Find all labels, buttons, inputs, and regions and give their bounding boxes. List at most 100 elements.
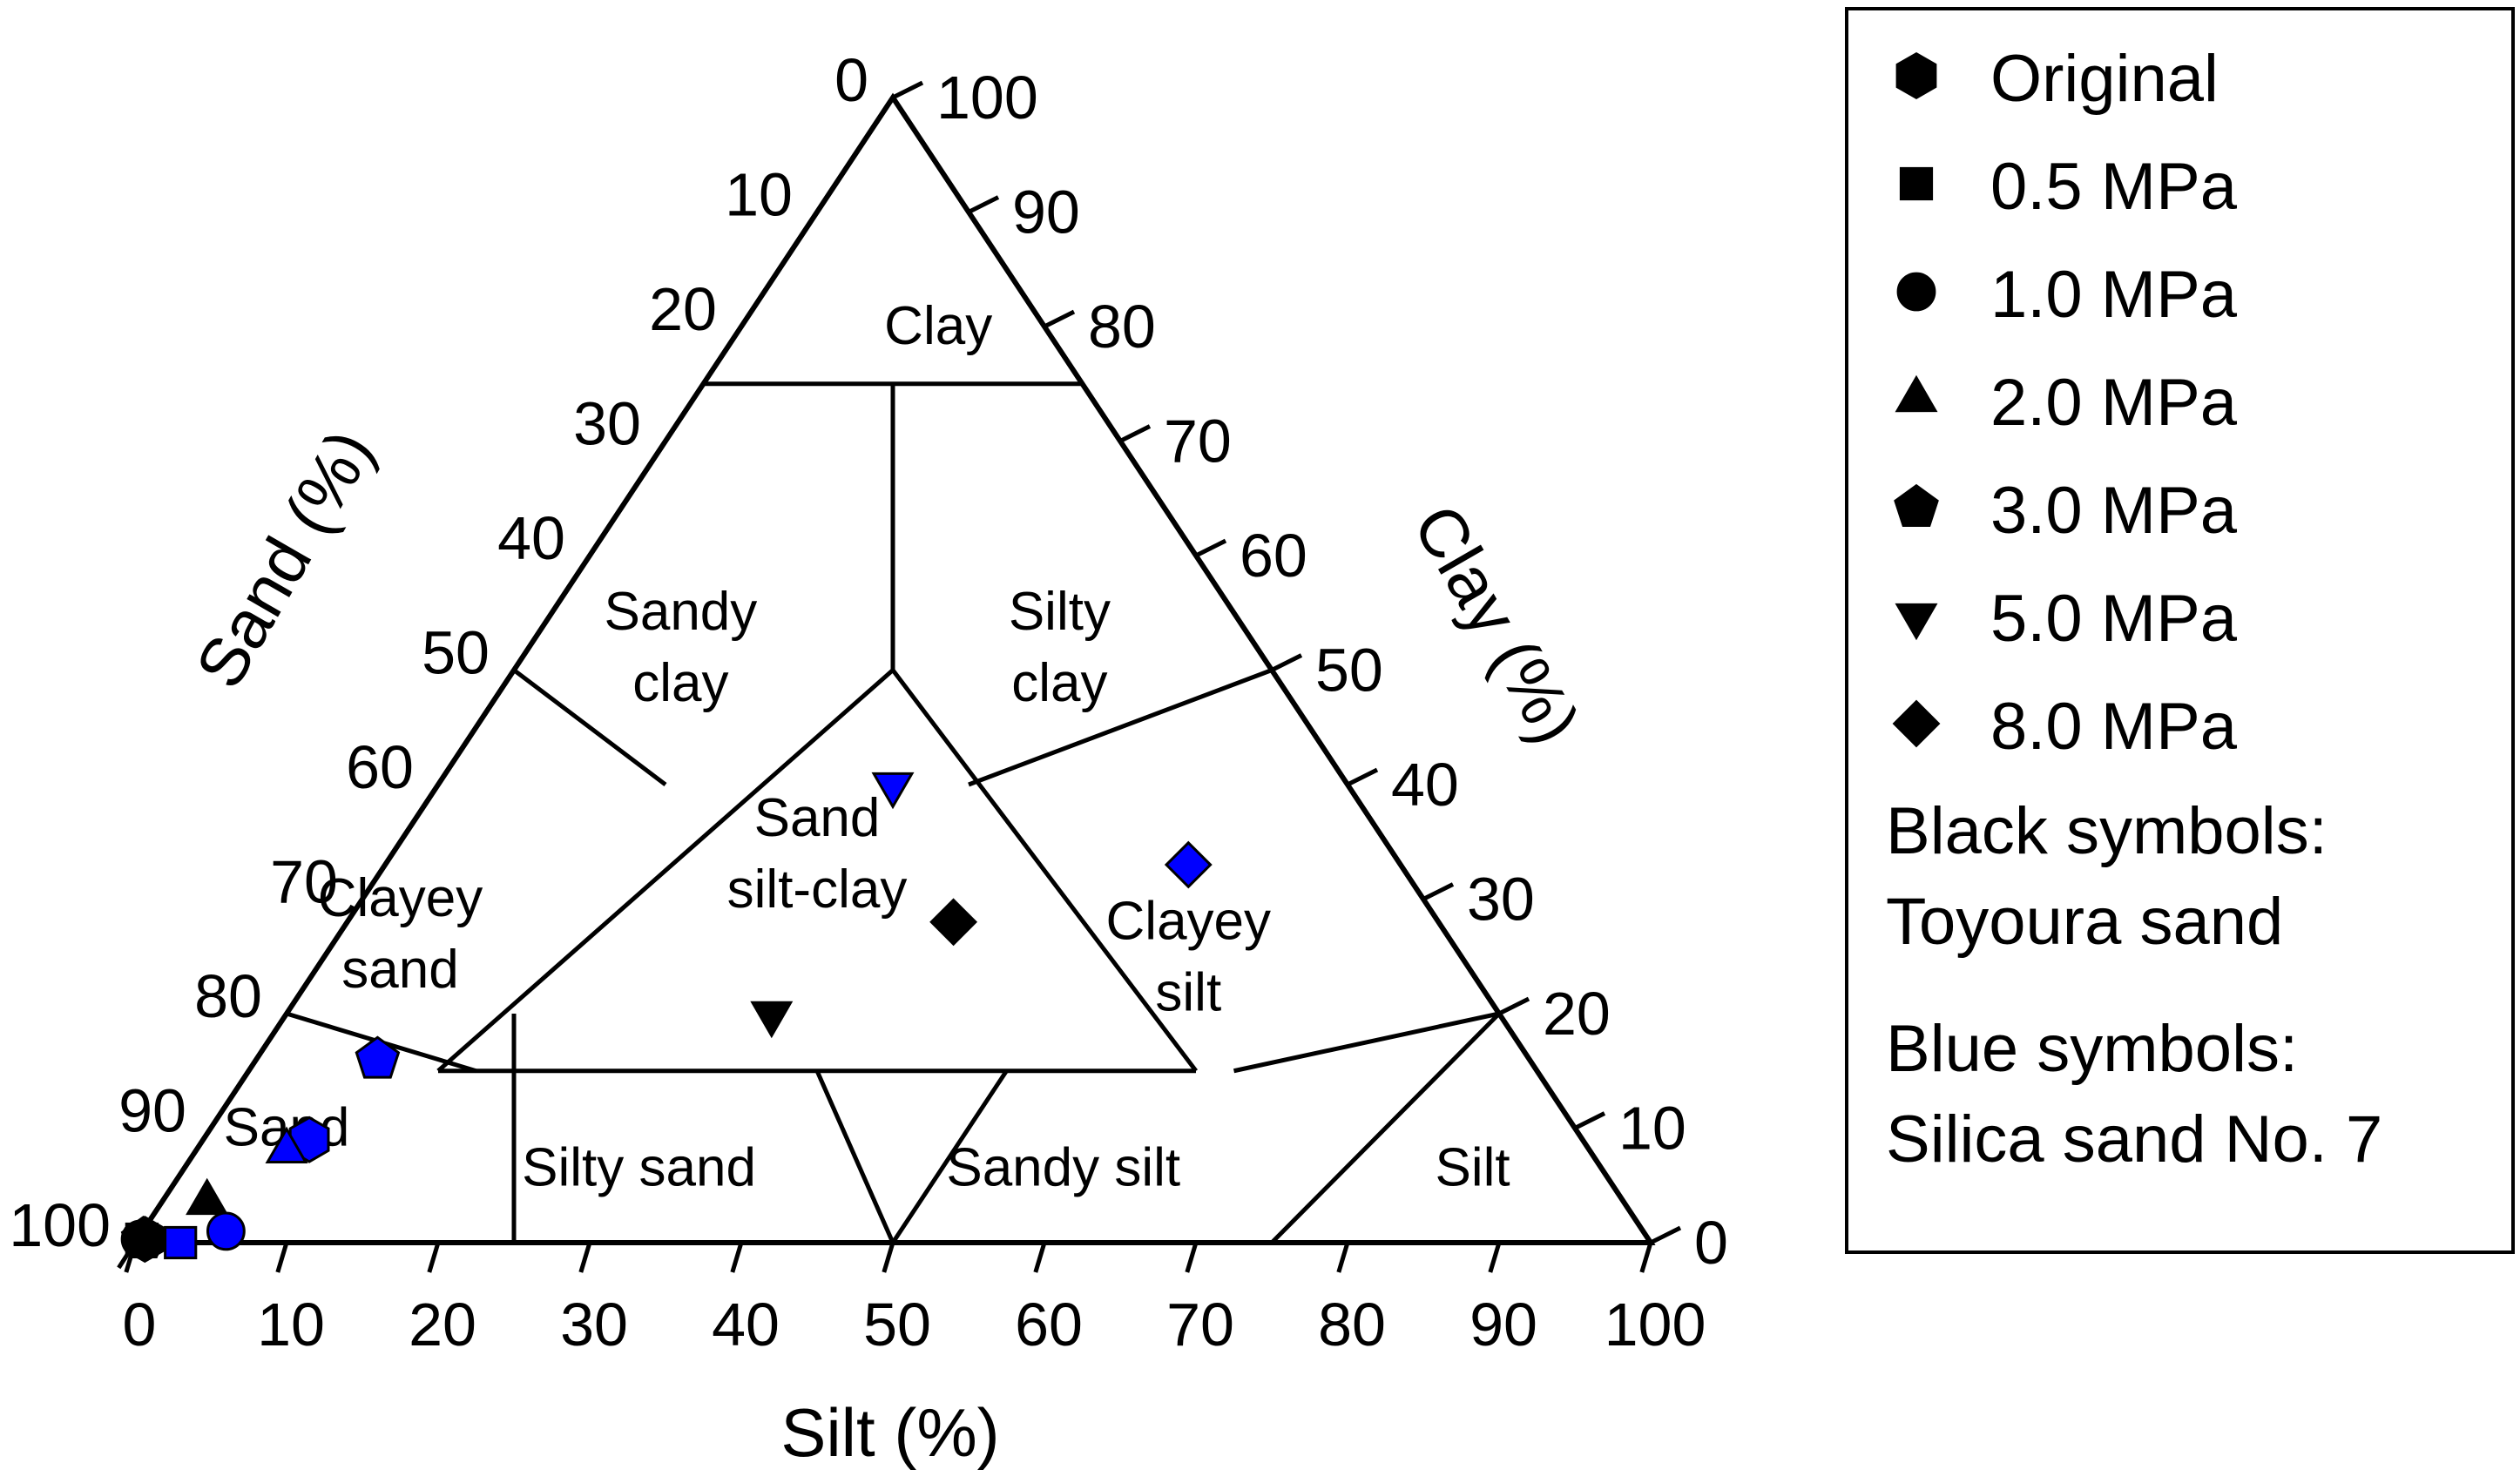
clay-tick-label: 60 [1240,522,1307,590]
sand-tick [799,211,820,239]
boundary-line [968,668,1273,787]
silt-tick [730,1242,744,1273]
silt-tick [1185,1242,1199,1273]
clay-tick-label: 20 [1543,980,1611,1048]
sand-tick-label: 10 [725,161,793,229]
legend-label: 1.0 MPa [1990,258,2238,332]
sand-tick [723,325,744,354]
sand-tick-label: 80 [194,962,262,1030]
region-label-line: silt [1155,962,1221,1022]
region-label-line: Silt [1435,1138,1510,1198]
region-label-line: Sandy silt [946,1138,1180,1198]
region-label-clayey-silt: Clayey silt [1106,891,1272,1022]
legend-note: Black symbols: [1886,794,2327,868]
boundary-line [512,668,667,786]
sand-tick [496,669,517,697]
silt-tick-label: 70 [1166,1291,1234,1358]
silt-tick-label: 0 [123,1291,157,1358]
clay-axis-title: Clay (%) [1399,492,1596,756]
boundary-line [890,1069,1009,1244]
region-label-line: sand [341,940,458,1000]
silt-tick-label: 40 [712,1291,780,1358]
region-label-sandy-clay: Sandy clay [604,582,757,713]
region-label-clay: Clay [884,296,992,356]
sand-tick-label: 70 [270,848,338,916]
sand-tick-label: 50 [422,619,490,687]
legend-marker-diamond [1892,699,1941,748]
silt-tick [1488,1242,1502,1273]
clay-tick-label: 80 [1088,293,1156,361]
legend-label: Original [1990,42,2219,116]
sand-tick [875,96,895,125]
silt-tick [1336,1242,1350,1273]
sand-tick-label: 100 [9,1191,111,1259]
region-label-sandy-silt: Sandy silt [946,1138,1180,1198]
sand-tick-label: 0 [834,46,868,114]
legend-marker-triangle-up [1895,374,1938,413]
silt-tick-label: 50 [863,1291,931,1358]
boundary-line [436,668,895,1073]
clay-tick [1497,996,1530,1016]
silt-tick [1639,1242,1653,1273]
clay-tick [1573,1111,1606,1130]
clay-tick [1194,538,1227,558]
sand-tick [344,898,365,926]
silt-tick [275,1242,289,1273]
clay-tick [967,195,1000,214]
sand-tick-label: 30 [573,390,641,458]
sand-tick-label: 90 [118,1077,186,1145]
clay-tick [1422,882,1455,901]
region-label-line: clay [1011,653,1107,713]
silt-tick-label: 90 [1469,1291,1537,1358]
legend-label: 5.0 MPa [1990,582,2238,656]
data-point-pentagon [120,1215,166,1258]
silt-tick [578,1242,592,1273]
region-boundaries [286,381,1501,1244]
clay-tick-label: 40 [1391,751,1459,819]
data-point-pentagon [355,1035,401,1079]
sand-tick [193,1127,213,1155]
clay-tick-label: 10 [1618,1095,1686,1163]
boundary-line [891,668,1198,1073]
data-point-square [164,1225,198,1260]
region-label-line: clay [632,653,728,713]
clay-tick-label: 100 [936,64,1038,131]
clay-tick [891,80,924,100]
region-label-line: Sandy [604,582,757,642]
silt-tick [1033,1242,1047,1273]
region-label-line: Clay [884,296,992,356]
legend-marker-circle [1896,272,1936,312]
clay-tick-label: 50 [1315,637,1383,704]
legend-label: 8.0 MPa [1990,690,2238,764]
silt-tick-label: 80 [1318,1291,1386,1358]
sand-tick [571,554,592,583]
legend-note: Toyoura sand [1886,885,2283,959]
region-label-silt: Silt [1435,1138,1510,1198]
legend-marker-hexagon [1895,51,1937,100]
clay-tick [1118,424,1152,443]
region-label-line: Clayey [1106,891,1272,951]
clay-tick [1270,653,1303,672]
clay-tick [1649,1225,1682,1245]
data-point-diamond [1164,840,1213,889]
boundary-line [814,1069,895,1244]
legend-label: 3.0 MPa [1990,474,2238,548]
sand-tick-label: 40 [497,504,565,572]
silt-tick-label: 100 [1605,1291,1706,1358]
sand-tick-label: 20 [649,275,717,343]
clay-tick-label: 90 [1012,179,1080,246]
legend-label: 0.5 MPa [1990,150,2238,224]
legend-note: Silica sand No. 7 [1886,1102,2382,1176]
silt-tick-label: 10 [257,1291,325,1358]
region-label-silty-clay: Silty clay [1009,582,1111,713]
silt-tick [882,1242,895,1273]
legend-note: Blue symbols: [1886,1012,2298,1086]
region-label-line: Silty [1009,582,1111,642]
legend-marker-triangle-down [1895,603,1938,641]
sand-tick [420,783,441,812]
sand-tick [647,440,668,468]
